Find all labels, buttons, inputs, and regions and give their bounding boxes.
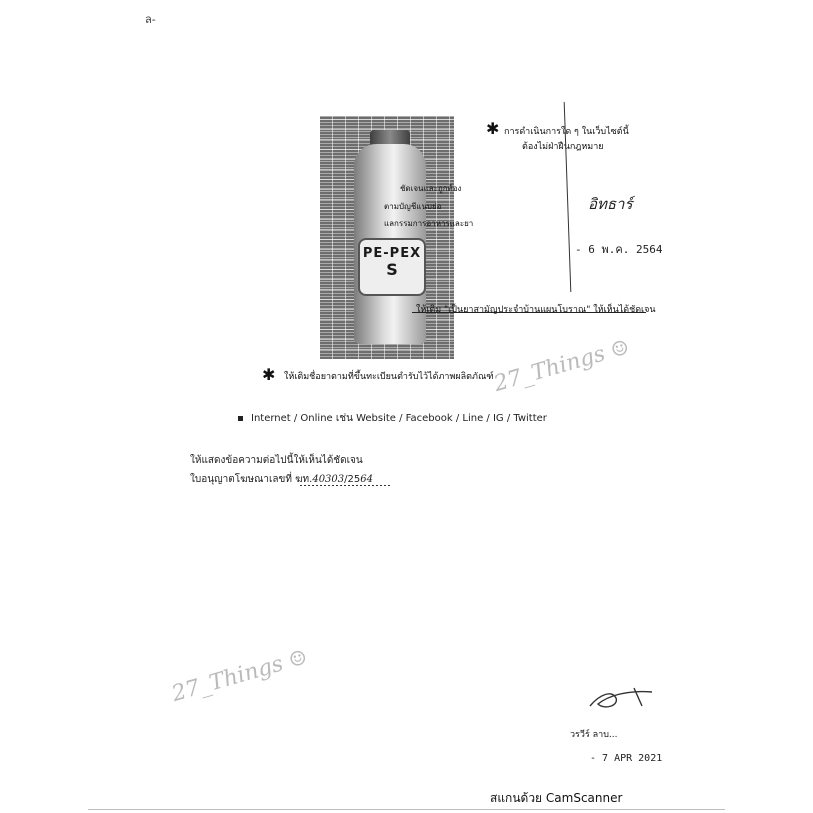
bottle-label: PE-PEX S <box>358 238 426 296</box>
scan-mark: ล- <box>145 13 156 26</box>
photo-annotation-2: ตามบัญชีแนบย่อ <box>384 202 442 211</box>
channels-bullet: Internet / Online เช่น Website / Faceboo… <box>238 411 547 426</box>
photo-annotation-1: ชัดเจนและถูกต้อง <box>400 184 462 193</box>
license-prefix: ใบอนุญาตโฆษณาเลขที่ ฆท. <box>190 474 313 485</box>
signature-scribble-icon <box>589 687 653 708</box>
bullet-icon <box>238 415 243 421</box>
asterisk-mark-icon-2: ✱ <box>262 365 276 384</box>
product-photo: PE-PEX S <box>320 116 454 359</box>
dotted-fill-line <box>300 485 392 486</box>
bottle-logo: S <box>386 260 398 279</box>
signer-name: วรวีร์ ลาบ... <box>570 730 618 740</box>
signature-top: อิทธาร์ <box>588 195 633 213</box>
top-right-note-line1: การดำเนินการใด ๆ ในเว็บไซต์นี้ <box>504 127 629 137</box>
channels-text: Internet / Online เช่น Website / Faceboo… <box>251 413 547 424</box>
license-line: ใบอนุญาตโฆษณาเลขที่ ฆท.40303/2564 <box>190 472 373 487</box>
license-number: 40303 <box>312 474 345 485</box>
below-photo-note: ให้เติมชื่อยาตามที่ขึ้นทะเบียนตำรับไว้ได… <box>284 372 494 382</box>
date-stamp-bottom: - 7 APR 2021 <box>590 753 663 764</box>
top-right-note-line2: ต้องไม่ฝ่าฝืนกฎหมาย <box>522 142 604 152</box>
underline-right-note <box>412 312 646 313</box>
date-stamp-top: - 6 พ.ค. 2564 <box>575 243 663 256</box>
camscanner-footer: สแกนด้วย CamScanner <box>490 791 623 805</box>
license-year: 64 <box>360 474 373 485</box>
right-middle-note: ให้เติม "เป็นยาสามัญประจำบ้านแผนโบราณ" ใ… <box>416 305 656 315</box>
notice-line-1: ให้แสดงข้อความต่อไปนี้ให้เห็นได้ชัดเจน <box>190 455 363 466</box>
bottle-brand: PE-PEX <box>362 246 422 261</box>
photo-annotation-3: แลกรรมการอาหารและยา <box>384 219 474 228</box>
license-mid: /25 <box>344 474 361 485</box>
asterisk-mark-icon: ✱ <box>486 119 500 138</box>
footer-divider <box>88 809 725 810</box>
